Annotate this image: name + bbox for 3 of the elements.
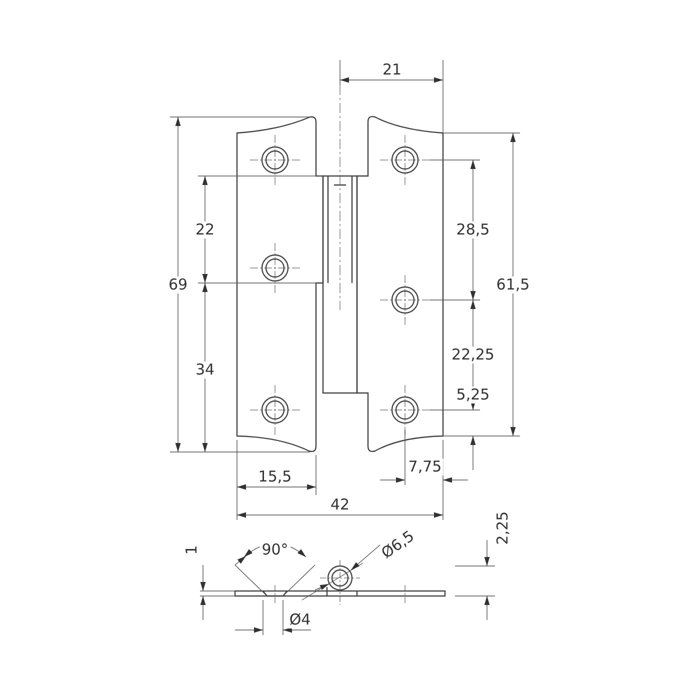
dimension-value: 22,25 — [450, 346, 496, 364]
dimension-value: 7,75 — [406, 458, 444, 476]
dimension-value: Ø4 — [287, 612, 313, 628]
